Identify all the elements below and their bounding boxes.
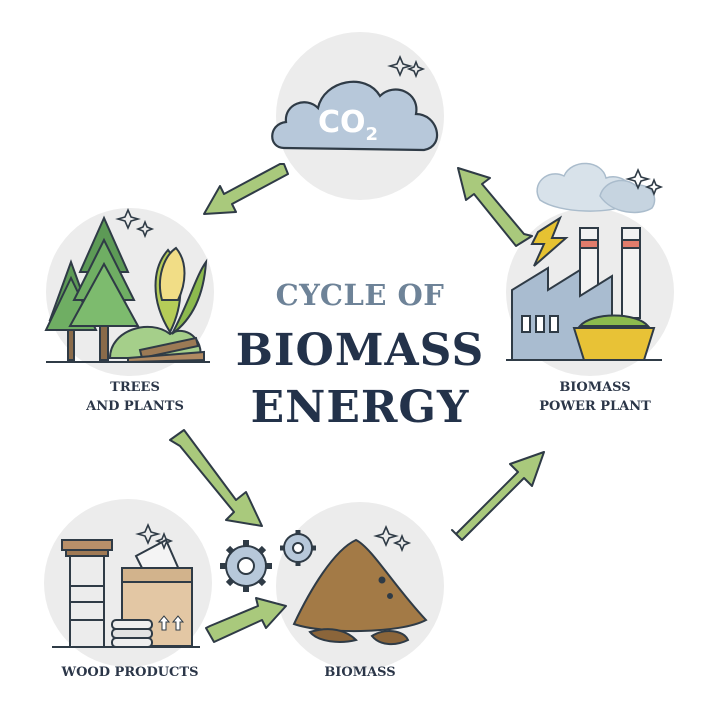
gears-icon bbox=[220, 530, 316, 592]
power-plant-label: BIOMASS POWER PLANT bbox=[520, 378, 670, 416]
co2-label-main: CO bbox=[318, 105, 366, 140]
factory-icon bbox=[506, 162, 662, 361]
trees-icon bbox=[44, 215, 210, 364]
title-line-2: BIOMASS bbox=[235, 325, 485, 376]
co2-label-subscript: 2 bbox=[366, 124, 379, 145]
biomass-pile-icon bbox=[292, 538, 428, 646]
arrow-trees-to-biomass bbox=[169, 429, 263, 527]
wood-products-icon bbox=[52, 538, 200, 648]
arrow-co2-to-trees bbox=[203, 163, 289, 215]
trees-label-line-1: TREES bbox=[110, 380, 160, 395]
power-plant-label-line-1: BIOMASS bbox=[559, 380, 631, 395]
wood-products-label: WOOD PRODUCTS bbox=[61, 665, 199, 680]
arrow-power-plant-to-co2 bbox=[457, 167, 533, 247]
trees-label: TREES AND PLANTS bbox=[70, 378, 200, 416]
trees-label-line-2: AND PLANTS bbox=[86, 399, 184, 414]
sparkle-icon bbox=[115, 207, 155, 239]
sparkle-icon bbox=[135, 522, 174, 551]
sparkle-icon bbox=[625, 167, 664, 197]
sparkle-icon bbox=[387, 54, 426, 79]
arrow-biomass-to-power-plant bbox=[451, 451, 545, 541]
title-line-3: ENERGY bbox=[250, 382, 470, 433]
power-plant-label-line-2: POWER PLANT bbox=[539, 399, 651, 414]
arrow-wood-products-to-biomass bbox=[205, 597, 287, 643]
sparkle-icon bbox=[373, 524, 412, 553]
co2-label: CO2 bbox=[318, 105, 378, 145]
cloud-icon bbox=[271, 80, 439, 152]
biomass-label: BIOMASS bbox=[324, 665, 396, 680]
title-line-1: CYCLE OF bbox=[275, 278, 445, 312]
